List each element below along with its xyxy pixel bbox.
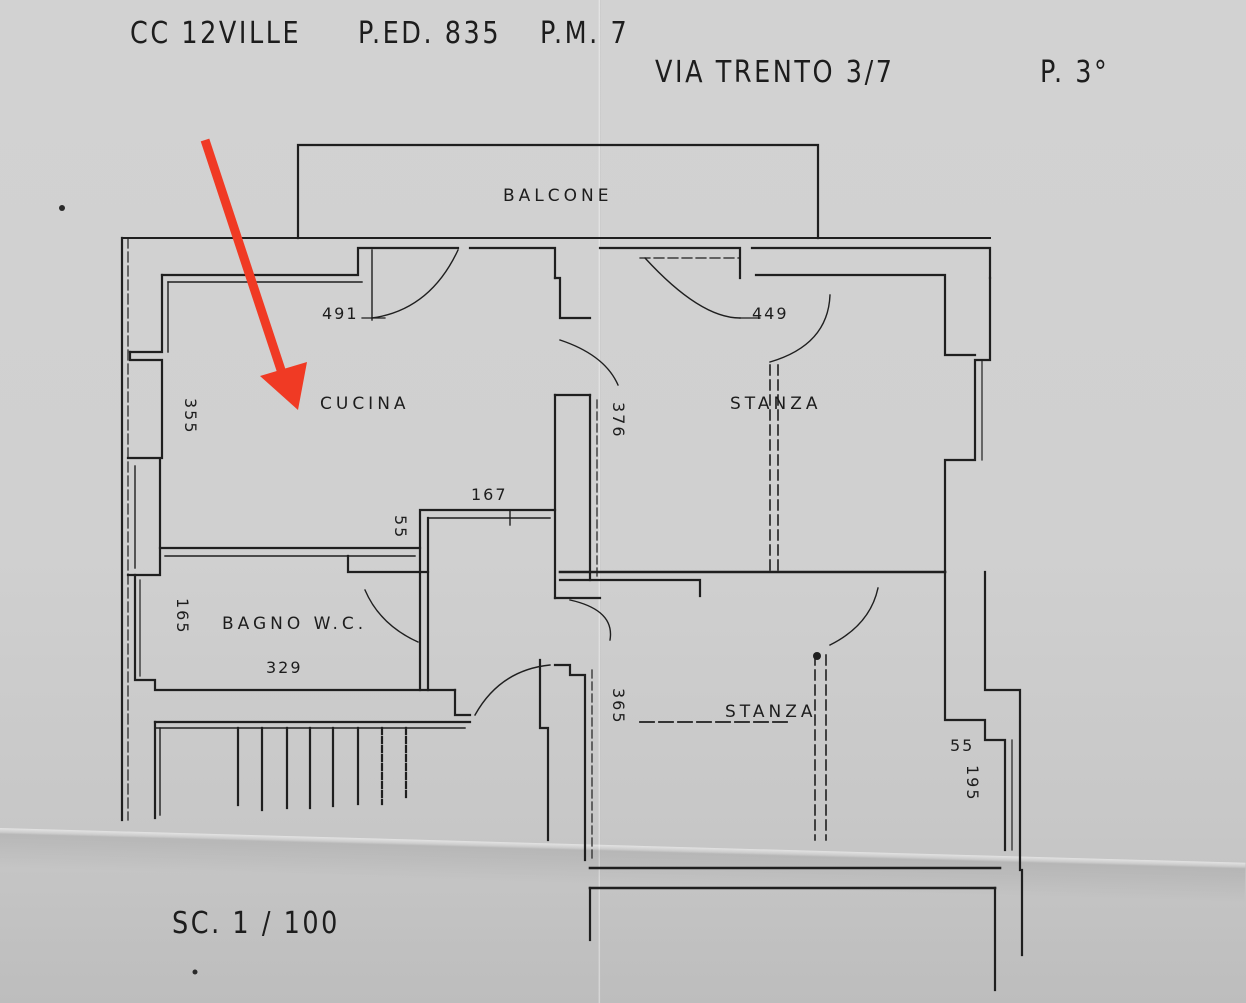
room-label-kitchen: CUCINA: [320, 394, 410, 414]
street-address: VIA TRENTO 3/7: [655, 55, 895, 90]
room-label-room-top: STANZA: [730, 394, 822, 414]
floor-level: P. 3°: [1040, 55, 1110, 90]
room-label-bathroom: BAGNO W.C.: [222, 614, 368, 634]
dim-room-top-width: 449: [752, 304, 789, 323]
dim-niche-offset: 55: [950, 736, 975, 755]
paper-fold-vertical: [598, 0, 601, 1003]
drawing-scale: SC. 1 / 100: [172, 906, 340, 941]
dim-bath-width: 329: [266, 658, 303, 677]
parcel-number: P.ED. 835: [358, 16, 502, 51]
cadastral-municipality: CC 12VILLE: [130, 16, 302, 51]
room-label-balcony: BALCONE: [503, 186, 613, 206]
unit-number: P.M. 7: [540, 16, 630, 51]
dim-kitchen-width: 491: [322, 304, 359, 323]
room-label-room-bottom: STANZA: [725, 702, 817, 722]
dim-hall-segment: 167: [471, 485, 508, 504]
